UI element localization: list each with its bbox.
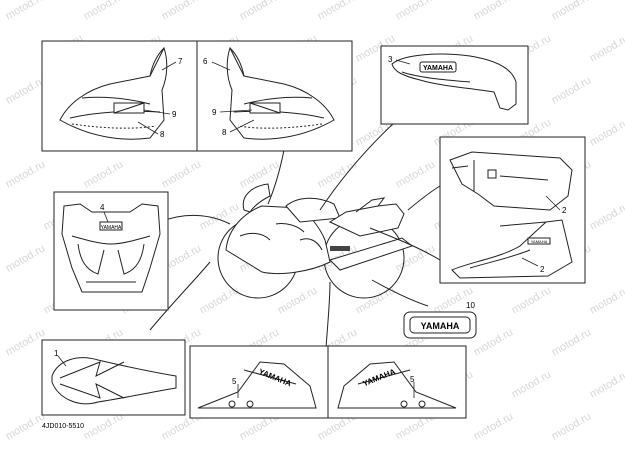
callout-5-right: 5 [410,375,415,384]
watermark-text: motod.ru [550,326,594,358]
watermark-text: motod.ru [4,74,48,106]
callout-1: 1 [54,349,59,358]
watermark-text: motod.ru [472,326,516,358]
watermark-text: motod.ru [4,0,48,23]
callout-7: 7 [178,57,183,66]
callout-4: 4 [100,203,105,212]
watermark-text: motod.ru [588,368,625,400]
watermark-text: motod.ru [472,0,516,23]
callout-5-left: 5 [232,377,237,386]
callout-8-left: 8 [160,130,165,139]
watermark-text: motod.ru [588,32,625,64]
watermark-text: motod.ru [394,158,438,190]
watermark-text: motod.ru [510,368,554,400]
watermark-text: motod.ru [4,158,48,190]
callout-2-bottom: 2 [540,265,545,274]
panel-fairing-sides: 7 9 8 6 9 8 [41,40,353,152]
watermark-text: motod.ru [472,410,516,442]
watermark-text: motod.ru [4,242,48,274]
panel-side-covers: YAMAHA YAMAHA 5 5 [189,345,467,419]
cowl-decal-text: YAMAHA [101,225,122,231]
watermark-text: motod.ru [588,284,625,316]
callout-9-left: 9 [172,110,177,119]
watermark-text: motod.ru [550,410,594,442]
callout-2-top: 2 [562,206,567,215]
watermark-text: motod.ru [588,200,625,232]
callout-6: 6 [203,57,208,66]
panel-front-fender: 1 [41,339,186,416]
callout-8-right: 8 [222,128,227,137]
watermark-text: motod.ru [82,158,126,190]
tank-decal-text: YAMAHA [423,65,453,72]
panel-fuel-tank: YAMAHA 3 [380,45,529,125]
emblem-decal: YAMAHA 10 [403,301,477,339]
callout-3: 3 [388,55,393,64]
watermark-text: motod.ru [82,0,126,23]
watermark-text: motod.ru [160,158,204,190]
part-code-label: 4JD010-5510 [42,423,84,430]
watermark-text: motod.ru [588,116,625,148]
watermark-text: motod.ru [238,0,282,23]
watermark-text: motod.ru [354,284,398,316]
panel-front-cowl: YAMAHA 4 [53,191,169,311]
watermark-text: motod.ru [198,284,242,316]
watermark-text: motod.ru [550,0,594,23]
watermark-text: motod.ru [316,0,360,23]
callout-10: 10 [466,301,475,310]
leader-lines [149,121,441,349]
watermark-text: motod.ru [510,284,554,316]
watermark-text: motod.ru [550,74,594,106]
watermark-text: motod.ru [4,326,48,358]
watermark-text: motod.ru [394,0,438,23]
emblem-text: YAMAHA [421,321,460,331]
callout-9-right: 9 [212,108,217,117]
watermark-text: motod.ru [4,410,48,442]
motorcycle-outline [217,183,414,299]
watermark-text: motod.ru [160,0,204,23]
tail-side-decal-text: YAMAHA [531,239,548,244]
panel-tail-cowl: YAMAHA 2 2 [439,136,586,284]
